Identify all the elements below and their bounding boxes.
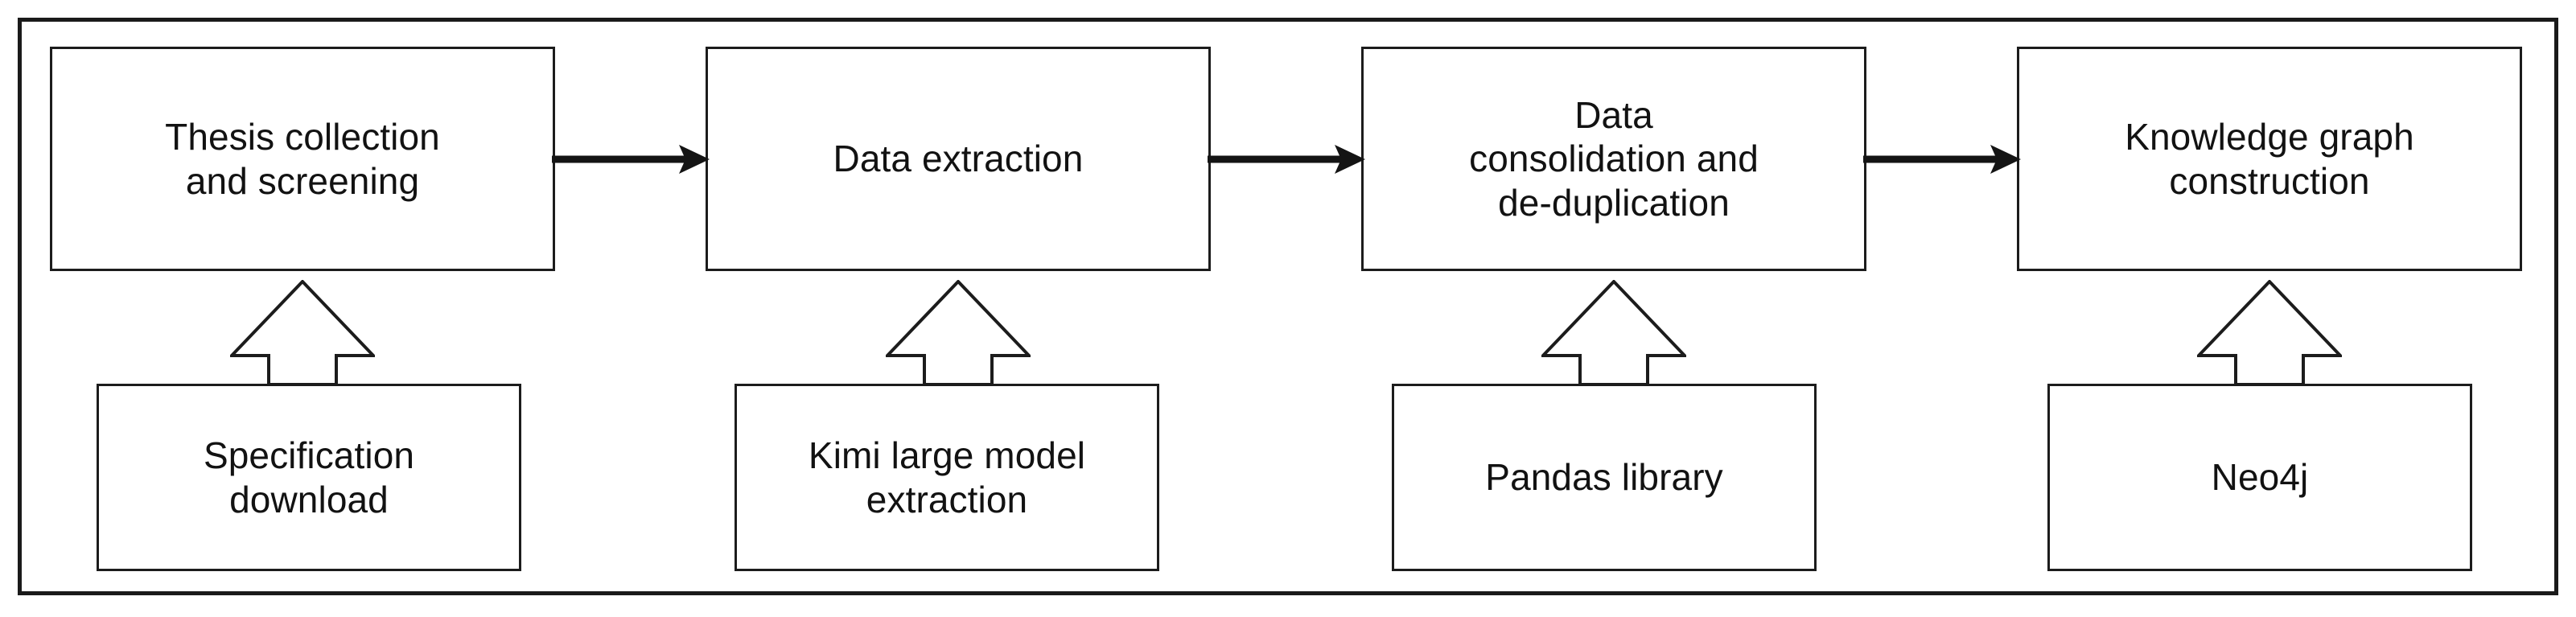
process-box-label: Data consolidation and de-duplication — [1469, 94, 1759, 224]
tool-box-label: Neo4j — [2211, 456, 2309, 499]
tool-box-specification-download[interactable]: Specification download — [97, 384, 521, 571]
tool-box-label: Specification download — [203, 434, 415, 520]
process-box-thesis-collection-and-screening[interactable]: Thesis collection and screening — [50, 47, 555, 271]
process-box-data-consolidation-and-de-duplication[interactable]: Data consolidation and de-duplication — [1361, 47, 1866, 271]
process-box-knowledge-graph-construction[interactable]: Knowledge graph construction — [2017, 47, 2522, 271]
tool-box-kimi-large-model-extraction[interactable]: Kimi large model extraction — [735, 384, 1159, 571]
process-box-label: Data extraction — [833, 138, 1084, 180]
process-box-data-extraction[interactable]: Data extraction — [706, 47, 1211, 271]
process-box-label: Thesis collection and screening — [165, 116, 440, 202]
tool-box-label: Kimi large model extraction — [808, 434, 1086, 520]
tool-box-pandas-library[interactable]: Pandas library — [1392, 384, 1817, 571]
process-box-label: Knowledge graph construction — [2125, 116, 2414, 202]
tool-box-label: Pandas library — [1485, 456, 1723, 499]
tool-box-neo4j[interactable]: Neo4j — [2047, 384, 2472, 571]
